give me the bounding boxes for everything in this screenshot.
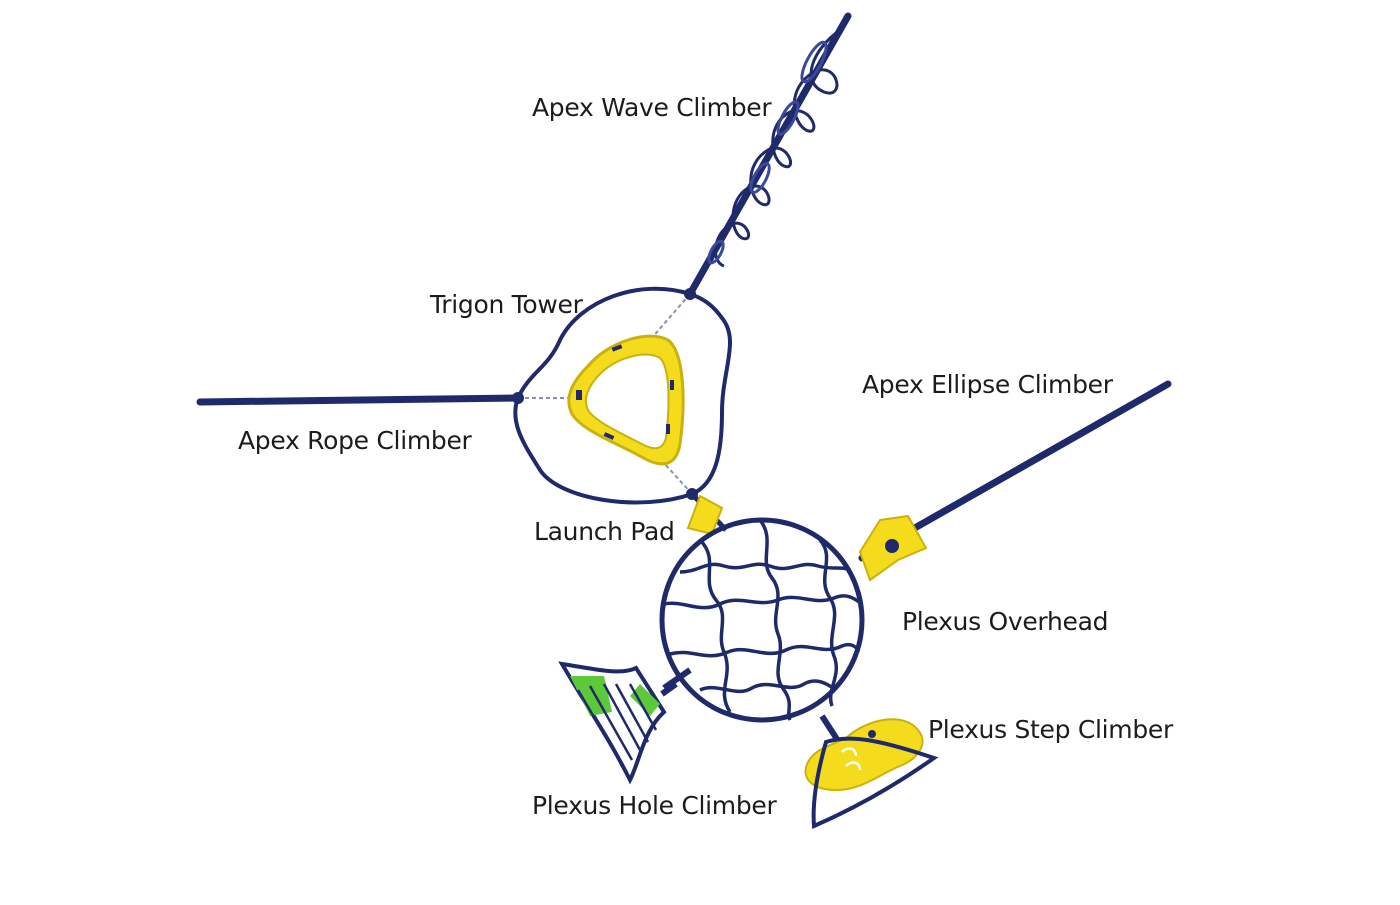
label-apex-rope-climber: Apex Rope Climber: [238, 426, 473, 455]
label-apex-ellipse-climber: Apex Ellipse Climber: [862, 370, 1114, 399]
label-trigon-tower: Trigon Tower: [429, 290, 584, 319]
plexus-step-climber-structure: [804, 714, 939, 829]
apex-wave-climber-structure: [686, 12, 852, 298]
launch-pad-structure: [686, 492, 728, 536]
label-plexus-overhead: Plexus Overhead: [902, 607, 1108, 636]
label-apex-wave-climber: Apex Wave Climber: [532, 93, 772, 122]
label-plexus-step-climber: Plexus Step Climber: [928, 715, 1174, 744]
plexus-hole-climber-structure: [558, 661, 692, 785]
label-plexus-hole-climber: Plexus Hole Climber: [532, 791, 777, 820]
apex-rope-climber-structure: [196, 394, 522, 406]
label-launch-pad: Launch Pad: [534, 517, 675, 546]
trigon-tower-structure: [512, 286, 732, 505]
plexus-overhead-structure: [659, 517, 865, 723]
apex-ellipse-climber-structure: [858, 380, 1172, 582]
